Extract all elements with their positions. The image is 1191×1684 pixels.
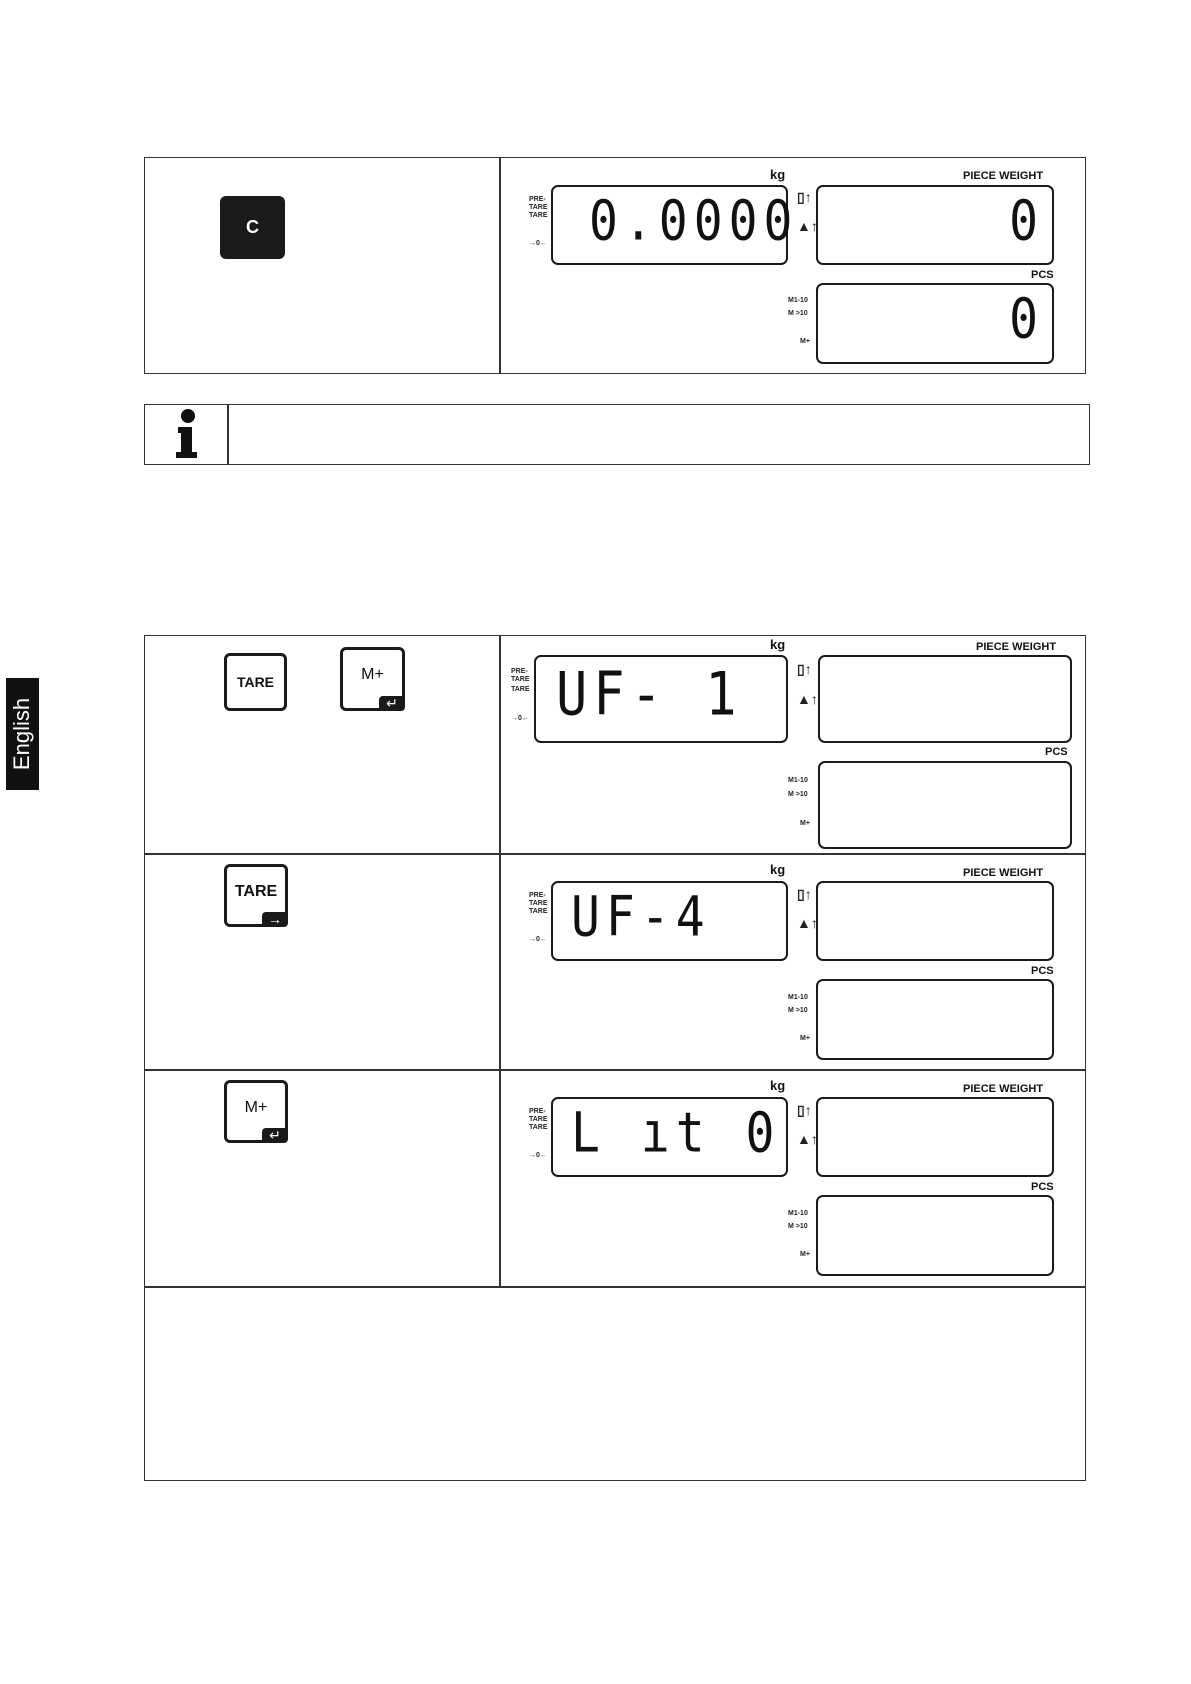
tare-indicator: TARE — [511, 686, 530, 693]
piece-weight-arrow-icon: ▯↑ — [797, 886, 812, 902]
weight-display: L ıt 0 — [551, 1097, 788, 1177]
kg-unit-label: kg — [770, 637, 786, 652]
weight-display: UF- 1 — [534, 655, 788, 743]
kg-unit-label: kg — [770, 167, 786, 182]
enter-icon: ↵ — [262, 1128, 288, 1143]
piece-weight-value: 0 — [1009, 188, 1044, 254]
stack-arrow-icon: ▲↑ — [797, 218, 818, 234]
row-divider — [144, 1069, 1086, 1071]
tare-indicator: TARE — [529, 212, 548, 219]
m-plus-indicator: M+ — [800, 820, 810, 827]
pcs-display — [816, 979, 1054, 1060]
m1-10-indicator: M1-10 — [788, 1210, 808, 1217]
pcs-label: PCS — [1031, 965, 1054, 977]
m-plus-indicator: M+ — [800, 1035, 810, 1042]
m-plus-key-label: M+ — [244, 1098, 268, 1116]
piece-weight-arrow-icon: ▯↑ — [797, 189, 812, 205]
zero-indicator: →0← — [511, 715, 529, 722]
kg-unit-label: kg — [770, 1078, 786, 1093]
row-divider — [144, 853, 1086, 855]
kg-unit-label: kg — [770, 862, 786, 877]
pre-tare-indicator: PRE-TARE — [511, 668, 530, 683]
m-over-10-indicator: M >10 — [788, 791, 808, 798]
piece-weight-label: PIECE WEIGHT — [976, 641, 1057, 653]
zero-indicator: →0← — [529, 936, 547, 943]
pcs-label: PCS — [1031, 1181, 1054, 1193]
pcs-display — [818, 761, 1072, 849]
stack-arrow-icon: ▲↑ — [797, 1131, 818, 1147]
m1-10-indicator: M1-10 — [788, 297, 808, 304]
tare-key[interactable]: TARE — [224, 653, 287, 711]
c-key[interactable]: C — [220, 196, 285, 259]
arrow-right-icon: → — [262, 912, 288, 927]
stack-arrow-icon: ▲↑ — [797, 691, 818, 707]
piece-weight-label: PIECE WEIGHT — [963, 867, 1044, 879]
pre-tare-indicator: PRE-TARE — [529, 892, 548, 907]
info-box — [144, 404, 1090, 465]
m-plus-enter-key[interactable]: M+ ↵ — [340, 647, 405, 711]
pcs-display: 0 — [816, 283, 1054, 364]
piece-weight-display — [816, 881, 1054, 961]
enter-icon: ↵ — [379, 696, 405, 711]
pcs-value: 0 — [1009, 286, 1044, 352]
table-divider — [499, 635, 501, 1287]
zero-indicator: →0← — [529, 240, 547, 247]
tare-indicator: TARE — [529, 1124, 548, 1131]
tare-key-label: TARE — [234, 882, 278, 900]
weight-display: 0.0000 — [551, 185, 792, 265]
info-icon — [170, 408, 204, 460]
m-plus-indicator: M+ — [800, 1251, 810, 1258]
weight-value: UF- 1 — [556, 660, 743, 730]
stack-arrow-icon: ▲↑ — [797, 915, 818, 931]
m-over-10-indicator: M >10 — [788, 310, 808, 317]
pre-tare-indicator: PRE-TARE — [529, 1108, 548, 1123]
c-key-label: C — [246, 217, 259, 237]
piece-weight-arrow-icon: ▯↑ — [797, 661, 812, 677]
weight-display: UF-4 — [551, 881, 788, 961]
pre-tare-indicator: PRE-TARE — [529, 196, 548, 211]
table-divider — [499, 157, 501, 374]
m-plus-key-label: M+ — [361, 666, 384, 683]
m-plus-indicator: M+ — [800, 338, 810, 345]
m1-10-indicator: M1-10 — [788, 994, 808, 1001]
m-over-10-indicator: M >10 — [788, 1223, 808, 1230]
pcs-label: PCS — [1031, 269, 1054, 281]
language-tab-label: English — [9, 697, 35, 771]
tare-arrow-key[interactable]: TARE → — [224, 864, 288, 927]
tare-key-label: TARE — [236, 674, 275, 690]
piece-weight-display — [818, 655, 1072, 743]
m-over-10-indicator: M >10 — [788, 1007, 808, 1014]
piece-weight-display: 0 — [816, 185, 1054, 265]
weight-value: 0.0000 — [589, 188, 799, 254]
piece-weight-label: PIECE WEIGHT — [963, 170, 1044, 182]
weight-value: UF-4 — [571, 884, 711, 950]
m-plus-enter-key[interactable]: M+ ↵ — [224, 1080, 288, 1143]
piece-weight-display — [816, 1097, 1054, 1177]
pcs-label: PCS — [1045, 746, 1068, 758]
weight-value: L ıt 0 — [571, 1100, 781, 1166]
pcs-display — [816, 1195, 1054, 1276]
tare-indicator: TARE — [529, 908, 548, 915]
piece-weight-label: PIECE WEIGHT — [963, 1083, 1044, 1095]
zero-indicator: →0← — [529, 1152, 547, 1159]
info-divider — [227, 404, 229, 465]
row-divider — [144, 1286, 1086, 1288]
piece-weight-arrow-icon: ▯↑ — [797, 1102, 812, 1118]
language-tab: English — [6, 678, 39, 790]
m1-10-indicator: M1-10 — [788, 777, 808, 784]
